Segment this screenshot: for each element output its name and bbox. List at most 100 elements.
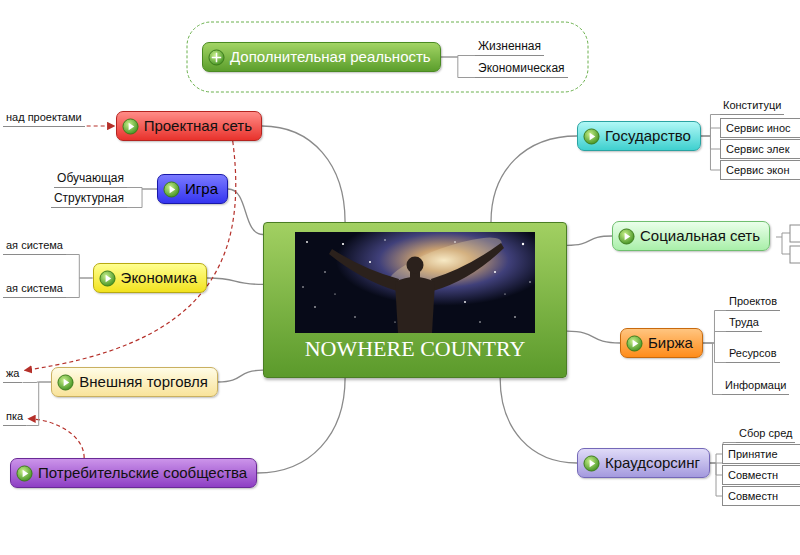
subtopic-label: Проектов: [726, 293, 780, 311]
branch-line: [500, 378, 577, 463]
topic-text: Потребительские сообщества: [38, 459, 247, 487]
branch-line: [703, 332, 726, 344]
topic-text: жа: [6, 365, 19, 382]
topic-icon: [583, 455, 600, 472]
branch-line: [26, 382, 51, 426]
branch-line: [701, 115, 720, 137]
topic-text: Экономическая: [478, 60, 565, 77]
topic-text: Проектная сеть: [144, 112, 252, 140]
topic-text: Экономика: [121, 264, 197, 292]
topic-text: Совместн: [728, 487, 799, 505]
boundary-outline: [187, 22, 588, 92]
topic-text: Сервис экон: [726, 161, 799, 179]
subtopic-label: над проектами: [3, 109, 85, 127]
branch-line: [701, 128, 720, 136]
subtopic-label: Ресурсов: [726, 345, 780, 363]
branch-line: [491, 136, 577, 222]
subtopic-label: жа: [3, 365, 22, 383]
topic-text: пка: [6, 408, 23, 425]
main-topic: Социальная сеть: [612, 221, 770, 251]
branch-line: [567, 331, 620, 343]
topic-text: Дополнительная реальность: [230, 43, 431, 71]
topic-text: Краудсорсинг: [605, 449, 700, 477]
subtopic-box: Сервис инос: [720, 118, 800, 138]
subtopic-box: Сервис элек: [720, 139, 800, 159]
subtopic-label: Обучающая: [54, 170, 127, 188]
branch-line: [257, 378, 345, 473]
topic-icon: [208, 49, 225, 66]
collapsed-branch: [776, 233, 790, 254]
topic-text: Государство: [605, 122, 691, 150]
topic-text: Обучающая: [57, 170, 124, 187]
topic-icon: [57, 374, 74, 391]
branch-line: [127, 189, 157, 208]
branch-line: [207, 278, 263, 284]
main-topic: Государство: [577, 121, 701, 151]
topic-text: Сбор сред: [739, 425, 792, 442]
topic-text: Проектов: [729, 293, 777, 310]
topic-icon: [163, 181, 180, 198]
relationship-arrow: [24, 141, 235, 370]
branch-line: [262, 126, 345, 222]
subtopic-label: ая система: [3, 237, 66, 255]
branch-line: [218, 370, 263, 382]
central-topic: NOWHERE COUNTRY: [263, 222, 567, 378]
main-topic: Проектная сеть: [116, 111, 262, 141]
subtopic-label: Конституци: [720, 97, 784, 115]
topic-icon: [122, 118, 139, 135]
topic-text: Жизненная: [478, 38, 541, 55]
main-topic: Игра: [157, 174, 228, 204]
subtopic-label: Жизненная: [475, 38, 544, 56]
topic-icon: [16, 465, 33, 482]
subtopic-box: Совместн: [722, 486, 800, 506]
topic-icon: [99, 270, 116, 287]
topic-text: Информаци: [725, 377, 786, 394]
topic-icon: [583, 128, 600, 145]
main-topic: Потребительские сообщества: [10, 458, 257, 488]
topic-text: Сервис инос: [726, 119, 799, 137]
branch-line: [441, 57, 475, 78]
subtopic-label: Сбор сред: [736, 425, 795, 443]
main-topic: Экономика: [93, 263, 207, 293]
branch-line: [710, 454, 722, 463]
branch-line: [703, 343, 722, 395]
branch-line: [710, 463, 722, 496]
subtopic-box: Принятие: [722, 444, 800, 464]
topic-text: над проектами: [6, 109, 82, 126]
topic-text: Социальная сеть: [640, 222, 760, 250]
main-topic: Краудсорсинг: [577, 448, 710, 478]
topic-text: ая система: [6, 237, 63, 254]
topic-text: Принятие: [728, 445, 799, 463]
subtopic-box: Совместн: [722, 465, 800, 485]
topic-text: Совместн: [728, 466, 799, 484]
topic-text: Ресурсов: [729, 345, 777, 362]
subtopic-label: Структурная: [51, 190, 127, 208]
topic-icon: [618, 228, 635, 245]
subtopic-label: Экономическая: [475, 60, 568, 78]
subtopic-label: пка: [3, 408, 26, 426]
cut-subtopic-box: [790, 246, 800, 263]
topic-text: Внешняя торговля: [79, 368, 208, 396]
main-topic: Биржа: [620, 328, 703, 358]
topic-text: Игра: [185, 175, 218, 203]
branch-line: [701, 136, 720, 170]
main-topic: Внешняя торговля: [51, 367, 218, 397]
topic-text: Конституци: [723, 97, 781, 114]
main-topic: Дополнительная реальность: [202, 42, 441, 72]
branch-line: [567, 236, 612, 245]
space-illustration: [295, 232, 535, 333]
branch-line: [228, 189, 263, 234]
topic-text: Биржа: [648, 329, 693, 357]
subtopic-box: Сервис экон: [720, 160, 800, 180]
branch-line: [703, 343, 726, 363]
cut-subtopic-box: [790, 225, 800, 242]
branch-line: [66, 255, 93, 279]
subtopic-label: Информаци: [722, 377, 789, 395]
branch-line: [703, 311, 726, 344]
topic-text: ая система: [6, 280, 63, 297]
topic-icon: [626, 335, 643, 352]
subtopic-label: Труда: [726, 314, 762, 332]
topic-text: Сервис элек: [726, 140, 799, 158]
relationship-arrow: [87, 125, 115, 126]
relationship-arrow: [28, 419, 84, 458]
